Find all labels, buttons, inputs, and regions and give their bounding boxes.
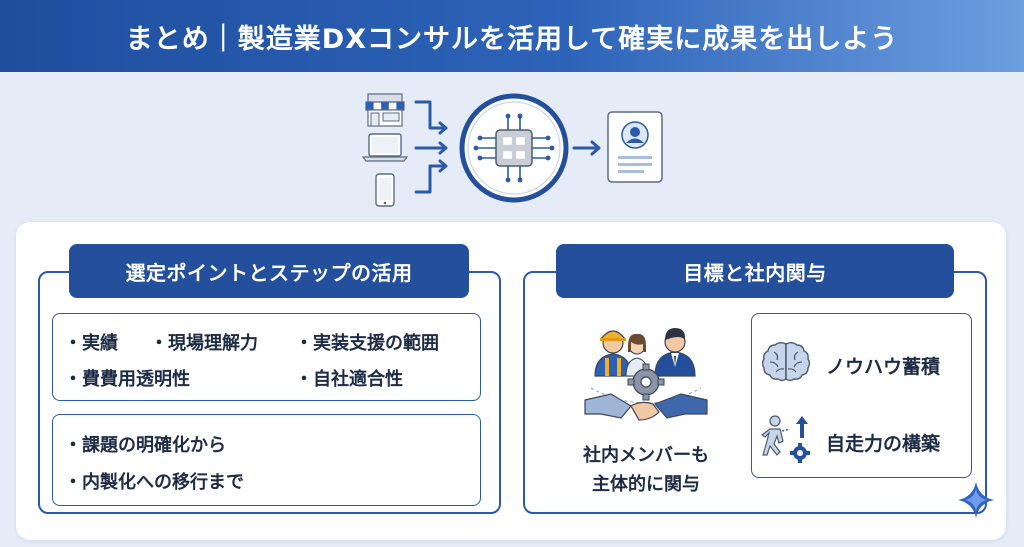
- feature-label: ノウハウ蓄積: [826, 356, 941, 378]
- criteria-item: 現場理解力: [150, 329, 258, 355]
- header-banner: まとめ｜製造業DXコンサルを活用して確実に成果を出しよう: [0, 0, 1024, 72]
- involvement-label-line1: 社内メンバーも: [583, 445, 709, 466]
- criteria-item: 実績: [64, 329, 118, 355]
- criteria-item: 費費用透明性: [64, 365, 190, 391]
- laptop-icon: [361, 133, 409, 162]
- smartphone-icon: [375, 173, 395, 207]
- criteria-item: 実装支援の範囲: [295, 329, 439, 355]
- flow-diagram: [361, 93, 663, 207]
- brain-icon: [762, 342, 810, 382]
- selection-section-title: 選定ポイントとステップの活用: [69, 244, 469, 298]
- store-icon: [365, 93, 405, 127]
- profile-document-icon: [607, 111, 663, 183]
- feature-label: 自走力の構築: [826, 433, 941, 455]
- features-box: [751, 313, 972, 478]
- criteria-item: 自社適合性: [295, 365, 403, 391]
- step-item: 内製化への移行まで: [64, 468, 244, 494]
- data-hub-icon: [459, 93, 569, 203]
- step-item: 課題の明確化から: [64, 431, 226, 457]
- page-title: まとめ｜製造業DXコンサルを活用して確実に成果を出しよう: [125, 23, 899, 55]
- team-handshake-icon: [584, 328, 708, 421]
- runner-gear-icon: [760, 415, 810, 463]
- involvement-label-line2: 主体的に関与: [592, 474, 700, 495]
- sparkle-icon: [958, 482, 994, 518]
- goals-section-title: 目標と社内関与: [556, 244, 954, 298]
